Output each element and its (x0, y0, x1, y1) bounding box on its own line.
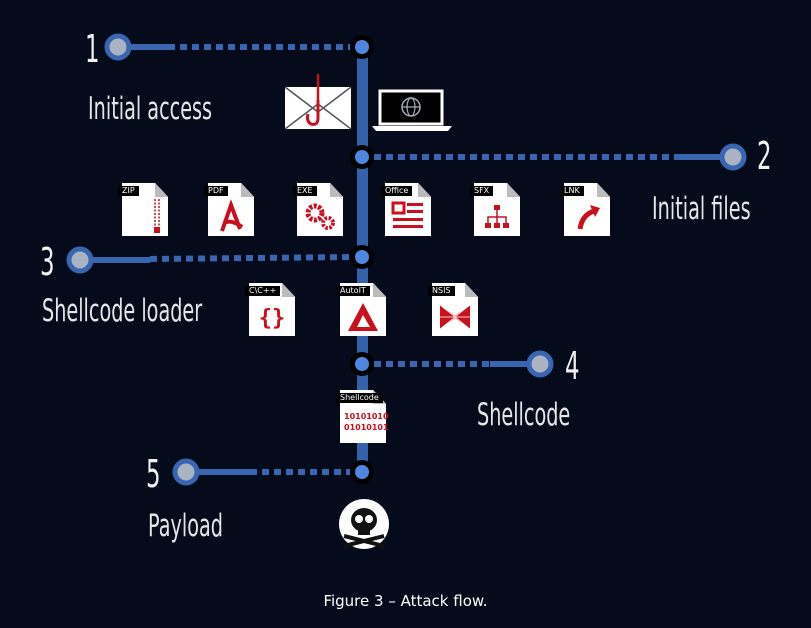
file-tag: Shellcode (336, 393, 383, 403)
file-pdf: PDF (204, 183, 254, 236)
phishing-email-icon (284, 74, 352, 130)
file-sfx: SFX (470, 183, 520, 236)
file-tag: SFX (470, 186, 494, 196)
file-tag: PDF (204, 186, 228, 196)
document-layout-icon (391, 201, 423, 228)
timeline-nodes (350, 35, 374, 484)
stage-4-number: 4 (565, 344, 580, 388)
connector-3-dotted (149, 254, 353, 262)
stage-4-label: Shellcode (477, 397, 571, 433)
nsis-icon (439, 304, 471, 330)
stage-3-number: 3 (40, 240, 55, 284)
stage-5-number: 5 (146, 452, 161, 496)
file-lnk: LNK (560, 183, 610, 236)
binary-line-1: 10101010 (344, 412, 389, 421)
file-tag: LNK (560, 186, 584, 196)
file-tag: NSIS (428, 286, 455, 296)
loader-c-cpp: C\C++ {} (245, 283, 295, 336)
file-tag: C\C++ (245, 286, 281, 296)
stage-1-number: 1 (85, 27, 100, 71)
stage-5-label: Payload (148, 508, 223, 544)
zipper-icon (154, 199, 160, 233)
loader-nsis: NSIS (428, 283, 478, 336)
hierarchy-icon (485, 205, 509, 228)
file-exe: EXE (293, 183, 343, 236)
figure-caption: Figure 3 – Attack flow. (323, 592, 488, 610)
file-office: Office (381, 183, 431, 236)
shortcut-arrow-icon (577, 205, 600, 230)
braces-icon: {} (259, 306, 286, 331)
file-tag: AutoIT (336, 286, 370, 296)
file-zip: ZIP (118, 183, 168, 236)
stage-1-label: Initial access (88, 91, 213, 127)
file-tag: ZIP (118, 186, 139, 196)
svg-text:{}: {} (259, 306, 286, 331)
laptop-globe-icon (372, 89, 452, 131)
end-nodes (66, 33, 747, 486)
stage-2-number: 2 (757, 134, 772, 178)
autoit-icon (348, 303, 378, 331)
skull-crossbones-icon (339, 499, 389, 549)
gears-icon (305, 203, 335, 230)
loader-autoit: AutoIT (336, 283, 386, 336)
file-tag: EXE (293, 186, 317, 196)
shellcode-file: Shellcode 10101010 01010101 (336, 390, 389, 443)
binary-line-2: 01010101 (344, 423, 389, 432)
file-tag: Office (381, 186, 413, 196)
stage-3-label: Shellcode loader (42, 293, 203, 329)
stage-2-label: Initial files (652, 191, 751, 227)
acrobat-icon (220, 199, 244, 232)
